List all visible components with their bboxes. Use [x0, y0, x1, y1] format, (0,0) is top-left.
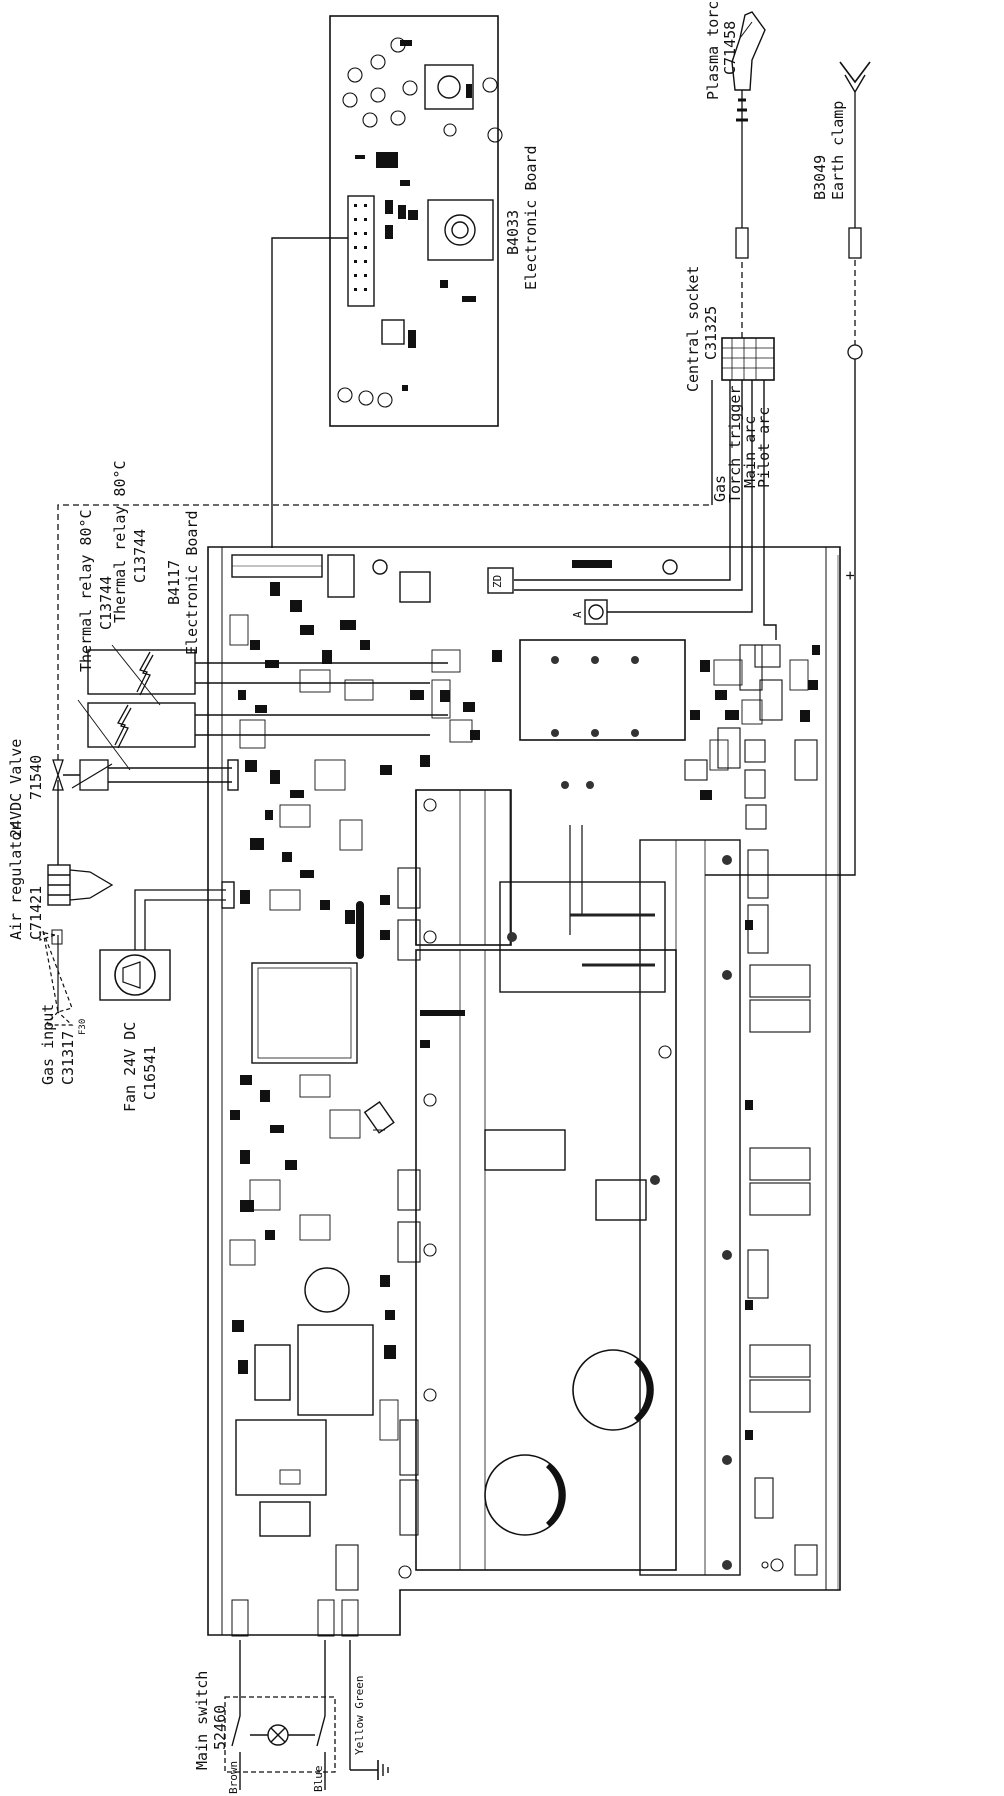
- control-board-b4033: [329, 15, 503, 427]
- plasma-torch-code: C71458: [721, 20, 739, 75]
- main-board-b4117: [207, 546, 841, 1636]
- central-socket-label: Central socket: [684, 265, 702, 392]
- wire-pilot-arc-label: Pilot arc: [755, 406, 773, 488]
- wire-blue-label: Blue: [312, 1765, 325, 1793]
- thermal-relay-2-code: C13744: [131, 528, 149, 583]
- relay-leader-2: [111, 644, 161, 706]
- air-regulator-assembly: [39, 504, 712, 1026]
- fan: [99, 881, 235, 1001]
- ribbon-cable: [271, 237, 348, 548]
- plus-sign: +: [841, 570, 859, 580]
- control-board-sublabel: Electronic Board: [522, 145, 540, 291]
- gas-input-label: Gas input: [39, 1003, 57, 1085]
- earth-clamp-code: B3049: [811, 154, 829, 200]
- valve-label: 24VDC Valve: [7, 738, 25, 838]
- central-socket: [514, 337, 777, 640]
- plasma-torch-label: Plasma torch: [704, 0, 722, 100]
- main-board-sublabel: Electronic Board: [183, 510, 201, 656]
- thermal-relay-2: [87, 649, 448, 696]
- thermal-relay-1: [87, 702, 448, 749]
- air-regulator-code: C71421: [27, 885, 45, 940]
- mains-connectors: [231, 1599, 359, 1637]
- main-switch-label: Main switch: [193, 1670, 211, 1770]
- plasma-torch: [731, 11, 766, 338]
- control-board-label: B4033: [504, 209, 522, 255]
- board-mark-a: A: [571, 611, 584, 618]
- wire-yellow-green-label: Yellow Green: [353, 1675, 366, 1755]
- main-board-label: B4117: [165, 559, 183, 605]
- wire-brown-label: Brown: [227, 1760, 240, 1794]
- fan-label: Fan 24V DC: [121, 1021, 139, 1112]
- relay-leader-1: [77, 699, 131, 771]
- valve-code: 71540: [27, 754, 45, 800]
- board-mark-zd: ZD: [491, 574, 504, 588]
- air-regulator-label: Air regulator: [7, 822, 25, 940]
- thermal-relay-1-label: Thermal relay 80°C: [77, 509, 95, 672]
- thermal-relay-2-label: Thermal relay 80°C: [111, 460, 129, 623]
- earth-clamp: [705, 61, 871, 876]
- main-switch-code: 52460: [211, 1704, 229, 1750]
- gas-input-code: C31317: [59, 1030, 77, 1085]
- fan-code: C16541: [141, 1045, 159, 1100]
- earth-clamp-label: Earth clamp: [829, 100, 847, 200]
- central-socket-code: C31325: [702, 305, 720, 360]
- main-switch: [224, 1640, 389, 1790]
- filter-mark: F30: [78, 1018, 88, 1035]
